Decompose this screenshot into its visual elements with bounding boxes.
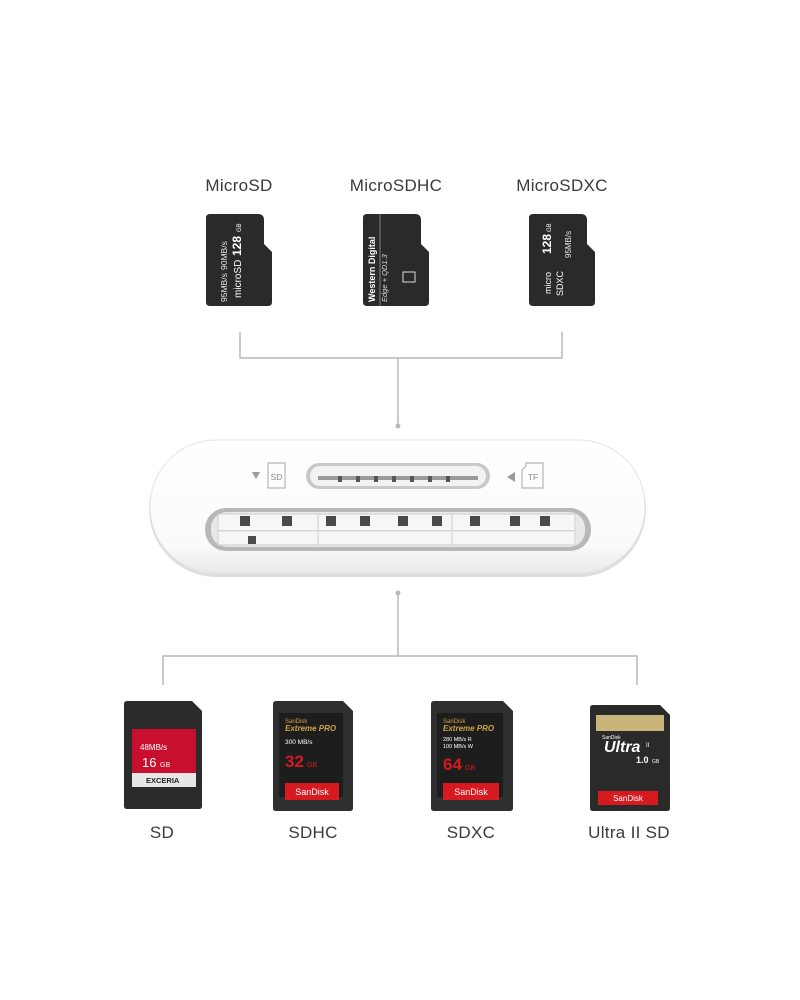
svg-text:GB: GB	[160, 762, 170, 769]
svg-text:280 MB/s R: 280 MB/s R	[443, 737, 472, 743]
svg-text:128: 128	[230, 236, 244, 256]
svg-text:16: 16	[142, 755, 156, 770]
svg-text:Ultra: Ultra	[604, 739, 641, 756]
svg-text:SanDisk: SanDisk	[295, 787, 329, 797]
svg-text:GB: GB	[547, 223, 553, 232]
svg-text:GB: GB	[465, 765, 475, 772]
microsdxc-label: MicroSDXC	[516, 176, 608, 195]
svg-text:GB: GB	[652, 759, 660, 765]
svg-text:GB: GB	[307, 762, 317, 769]
svg-text:95MB/s: 95MB/s	[219, 273, 229, 302]
svg-text:II: II	[646, 743, 650, 749]
svg-text:90MB/s: 90MB/s	[219, 241, 229, 270]
svg-text:100 MB/s W: 100 MB/s W	[443, 744, 474, 750]
svg-text:48MB/s: 48MB/s	[140, 743, 167, 752]
svg-text:SanDisk: SanDisk	[285, 719, 308, 725]
sd-label: SD	[149, 823, 175, 842]
svg-text:1.0: 1.0	[636, 755, 649, 765]
sd-slot	[205, 508, 591, 551]
svg-text:128: 128	[540, 234, 554, 254]
sdxc-card: SanDisk Extreme PRO 280 MB/s R 100 MB/s …	[431, 701, 513, 811]
svg-text:SanDisk: SanDisk	[454, 787, 488, 797]
tf-slot-icon: TF	[507, 462, 544, 489]
microsdhc-card: Western Digital Edge + QD1.3	[363, 214, 429, 306]
svg-text:Western Digital: Western Digital	[367, 237, 377, 302]
svg-text:SanDisk: SanDisk	[602, 735, 621, 741]
sdhc-label: SDHC	[288, 823, 338, 842]
svg-text:EXCERIA: EXCERIA	[146, 776, 180, 785]
svg-text:300 MB/s: 300 MB/s	[285, 739, 313, 746]
sd-card: 48MB/s 16 GB EXCERIA	[124, 701, 202, 809]
svg-text:SanDisk: SanDisk	[613, 794, 644, 803]
card-reader: SD TF	[149, 439, 646, 577]
svg-text:SD: SD	[271, 472, 283, 482]
sdhc-card: SanDisk Extreme PRO 300 MB/s 32 GB SanDi…	[273, 701, 353, 811]
svg-text:95MB/s: 95MB/s	[564, 231, 573, 258]
svg-text:Extreme PRO: Extreme PRO	[285, 724, 337, 733]
microsdhc-label: MicroSDHC	[349, 176, 443, 195]
microsd-slot	[306, 463, 490, 489]
svg-text:micro: micro	[543, 272, 553, 294]
sd-slot-icon: SD	[252, 462, 286, 489]
microsdxc-card: 128 GB 95MB/s micro SDXC	[529, 214, 595, 306]
svg-text:32: 32	[285, 752, 304, 771]
svg-text:Extreme PRO: Extreme PRO	[443, 724, 495, 733]
ultra-ii-sd-label: Ultra II SD	[588, 823, 670, 842]
microsd-label: MicroSD	[205, 176, 273, 195]
svg-text:TF: TF	[528, 472, 538, 482]
svg-text:GB: GB	[237, 223, 243, 232]
bottom-connector-lines	[162, 590, 638, 685]
ultra-ii-sd-card: SanDisk Ultra II 1.0 GB SanDisk	[590, 705, 670, 811]
microsd-card: 95MB/s 90MB/s microSD 128 GB	[206, 214, 272, 306]
svg-text:SanDisk: SanDisk	[443, 719, 466, 725]
svg-text:microSD: microSD	[233, 260, 244, 298]
svg-text:Edge + QD1.3: Edge + QD1.3	[380, 253, 389, 302]
sdxc-label: SDXC	[446, 823, 496, 842]
top-connector-lines	[239, 332, 563, 429]
svg-text:64: 64	[443, 755, 462, 774]
svg-text:SDXC: SDXC	[555, 270, 565, 296]
